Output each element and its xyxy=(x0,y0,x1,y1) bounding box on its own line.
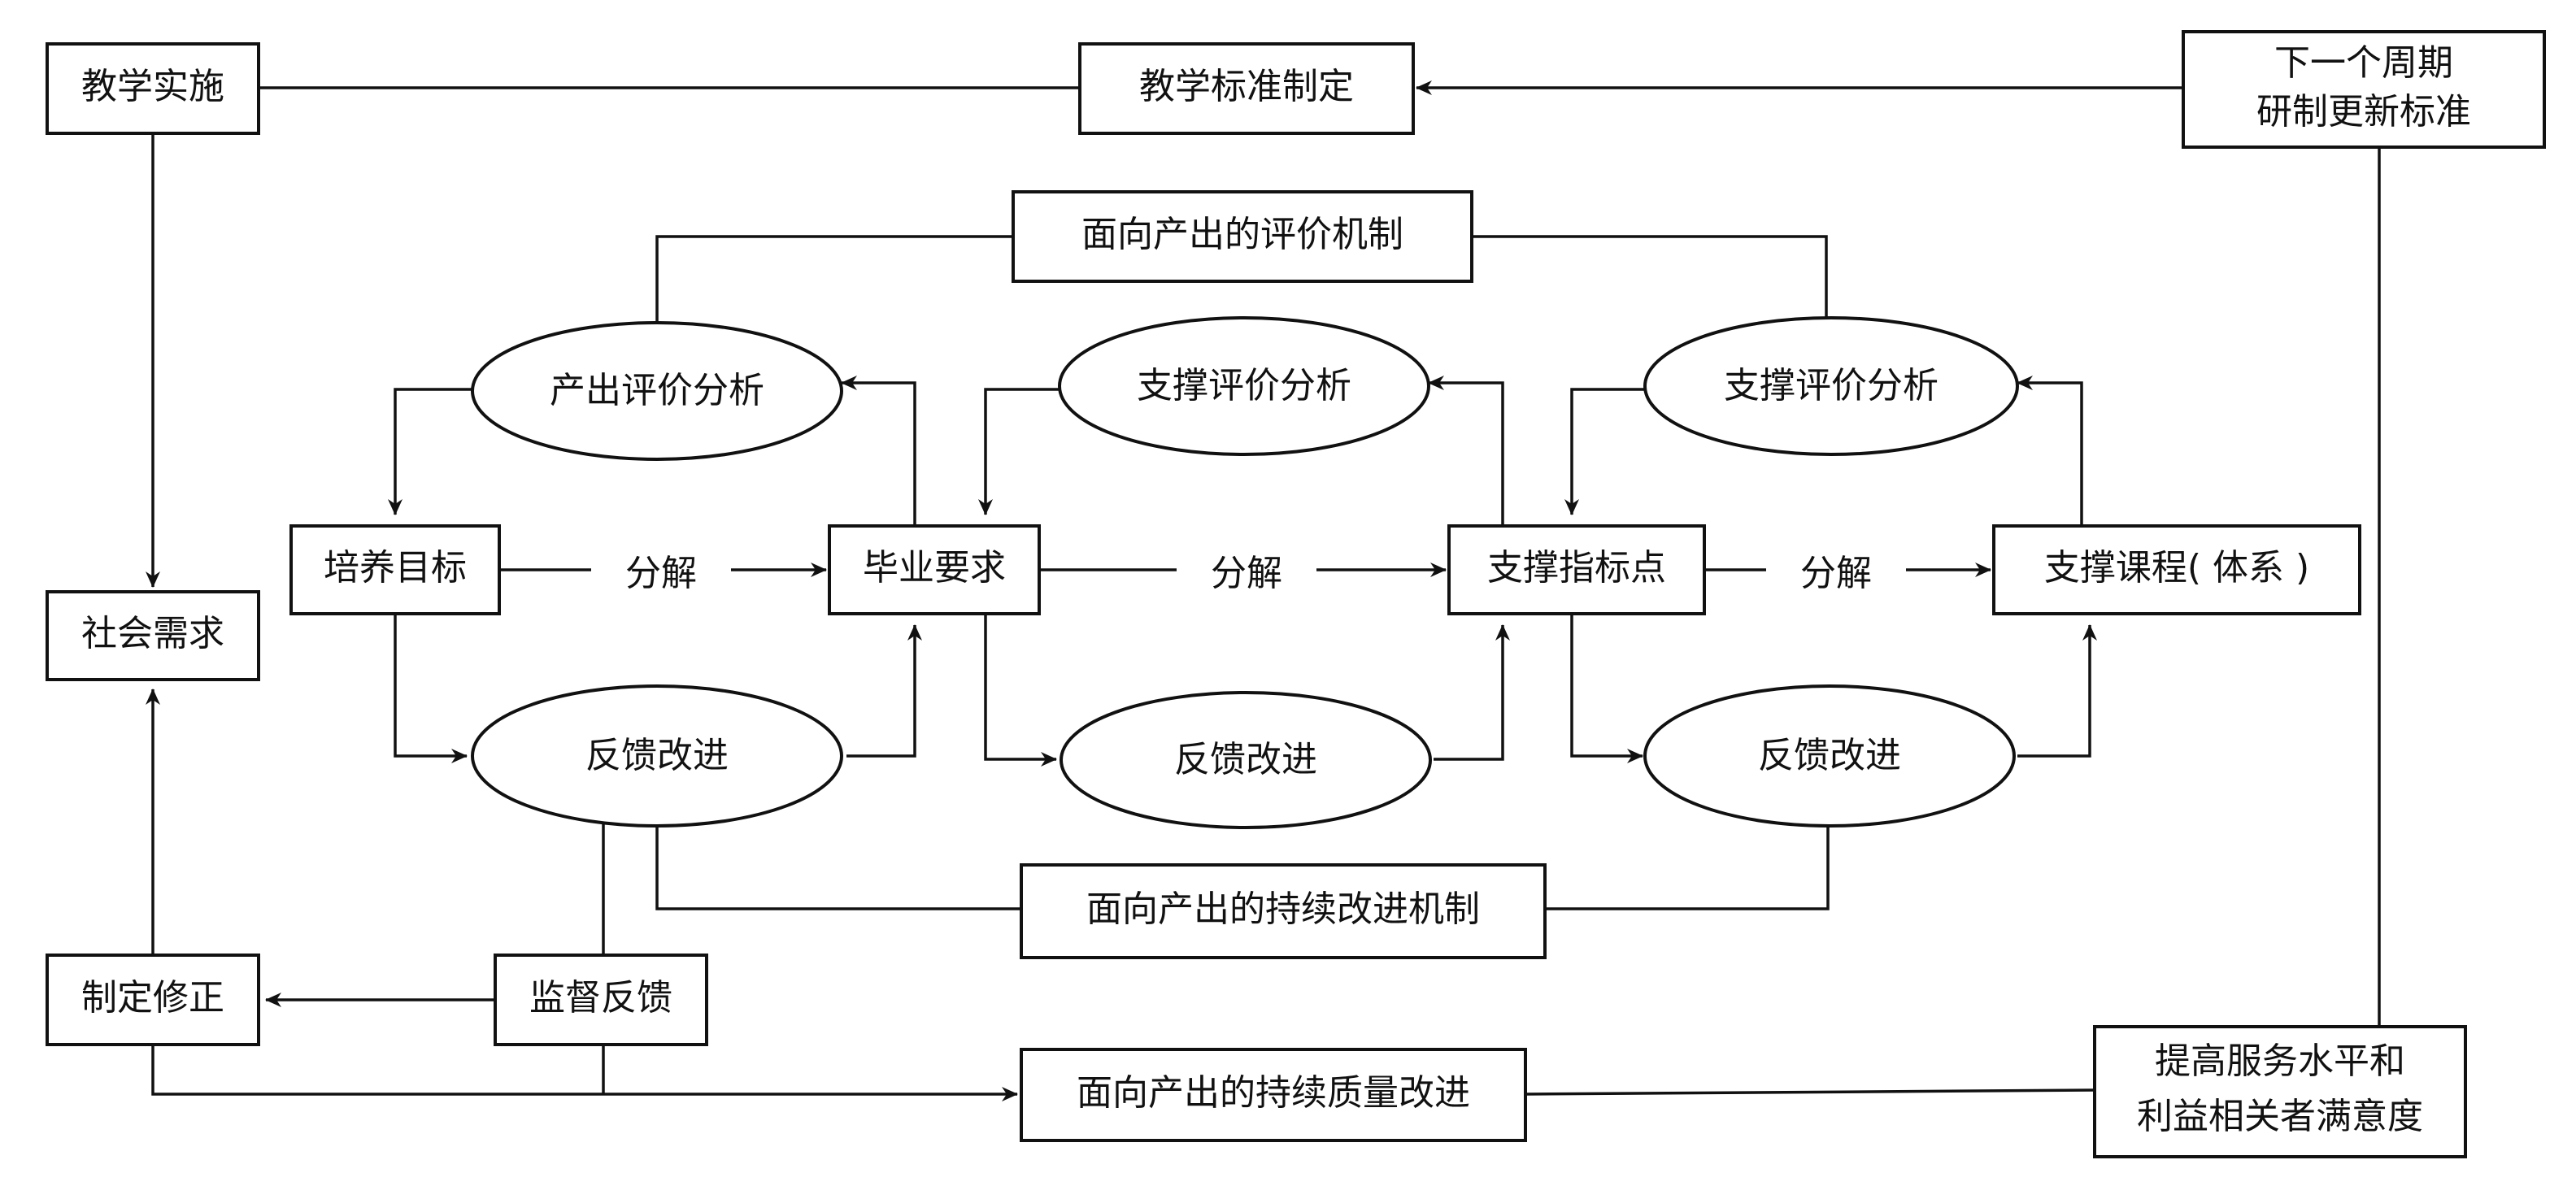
edge-indicator-to-support-eval1 xyxy=(1428,376,1504,526)
edge-cont-mech-right xyxy=(1545,818,1830,910)
node-teaching-standard: 教学标准制定 xyxy=(1078,42,1415,135)
edge-indicator-to-feedback3 xyxy=(1570,614,1643,763)
social-demand-label: 社会需求 xyxy=(81,613,224,654)
node-next-cycle: 下一个周期 研制更新标准 xyxy=(2182,30,2546,149)
edge-feedback1-to-grad xyxy=(846,624,922,758)
edge-eval-mech-right xyxy=(1472,235,1828,322)
node-supervise-feedback: 监督反馈 xyxy=(494,954,708,1046)
edge-quality-to-improve xyxy=(1525,1088,2095,1096)
connectors xyxy=(146,80,2381,1101)
feedback-2-label: 反馈改进 xyxy=(1174,739,1317,780)
edge-feedback2-to-indicator xyxy=(1434,624,1510,761)
graduation-requirements-label: 毕业要求 xyxy=(863,547,1006,589)
output-eval-mechanism-label: 面向产出的评价机制 xyxy=(1081,214,1403,255)
edge-grad-to-feedback2 xyxy=(984,614,1057,767)
feedback-3-label: 反馈改进 xyxy=(1758,735,1901,776)
support-course-label: 支撑课程( 体系 ) xyxy=(2044,547,2309,589)
next-cycle-line2: 研制更新标准 xyxy=(2256,91,2471,133)
edge-goal-to-feedback1 xyxy=(394,614,468,763)
support-indicator-label: 支撑指标点 xyxy=(1487,547,1666,589)
edge-output-eval-to-goal xyxy=(388,388,472,515)
edge-support-eval2-to-indicator xyxy=(1564,388,1646,515)
edge-grad-to-output-eval xyxy=(841,376,916,526)
edge-feedback3-to-course xyxy=(2017,624,2097,758)
edge-cont-mech-left xyxy=(655,819,1021,910)
continuous-improvement-mechanism-label: 面向产出的持续改进机制 xyxy=(1086,888,1480,930)
supervise-feedback-label: 监督反馈 xyxy=(529,977,672,1019)
node-formulate-revise: 制定修正 xyxy=(46,954,260,1046)
teaching-standard-label: 教学标准制定 xyxy=(1139,66,1354,107)
node-improve-satisfaction: 提高服务水平和 利益相关者满意度 xyxy=(2093,1025,2467,1158)
continuous-quality-improvement-label: 面向产出的持续质量改进 xyxy=(1077,1072,1470,1114)
node-feedback-2: 反馈改进 xyxy=(1060,691,1432,829)
training-goal-label: 培养目标 xyxy=(324,547,467,589)
feedback-1-label: 反馈改进 xyxy=(585,735,729,776)
decompose-label-3: 分解 xyxy=(1800,553,1872,594)
node-training-goal: 培养目标 xyxy=(289,524,501,615)
node-output-eval-analysis: 产出评价分析 xyxy=(471,321,843,461)
node-support-eval-analysis-2: 支撑评价分析 xyxy=(1643,316,2019,456)
output-eval-analysis-label: 产出评价分析 xyxy=(550,370,764,411)
edge-formulate-to-quality xyxy=(151,1045,1018,1101)
support-eval-analysis-2-label: 支撑评价分析 xyxy=(1724,365,1939,406)
decompose-label-1: 分解 xyxy=(625,553,697,594)
node-output-eval-mechanism: 面向产出的评价机制 xyxy=(1012,190,1473,283)
node-feedback-1: 反馈改进 xyxy=(471,684,843,828)
node-continuous-quality-improvement: 面向产出的持续质量改进 xyxy=(1020,1048,1527,1142)
node-teaching-implementation: 教学实施 xyxy=(46,42,260,135)
next-cycle-line1: 下一个周期 xyxy=(2274,42,2453,84)
edge-eval-mech-left xyxy=(655,235,1013,324)
node-graduation-requirements: 毕业要求 xyxy=(828,524,1041,615)
node-support-course: 支撑课程( 体系 ) xyxy=(1992,524,2361,615)
teaching-implementation-label: 教学实施 xyxy=(81,66,224,107)
edge-course-to-support-eval2 xyxy=(2017,376,2083,526)
edge-support-eval1-to-grad xyxy=(978,388,1060,515)
improve-satisfaction-line2: 利益相关者满意度 xyxy=(2137,1096,2423,1137)
node-support-eval-analysis-1: 支撑评价分析 xyxy=(1058,316,1430,456)
node-continuous-improvement-mechanism: 面向产出的持续改进机制 xyxy=(1020,863,1547,959)
formulate-revise-label: 制定修正 xyxy=(81,977,224,1019)
improve-satisfaction-line1: 提高服务水平和 xyxy=(2155,1040,2405,1082)
node-feedback-3: 反馈改进 xyxy=(1643,684,2016,828)
node-support-indicator: 支撑指标点 xyxy=(1447,524,1706,615)
support-eval-analysis-1-label: 支撑评价分析 xyxy=(1137,365,1351,406)
node-social-demand: 社会需求 xyxy=(46,590,260,681)
decompose-label-2: 分解 xyxy=(1211,553,1282,594)
